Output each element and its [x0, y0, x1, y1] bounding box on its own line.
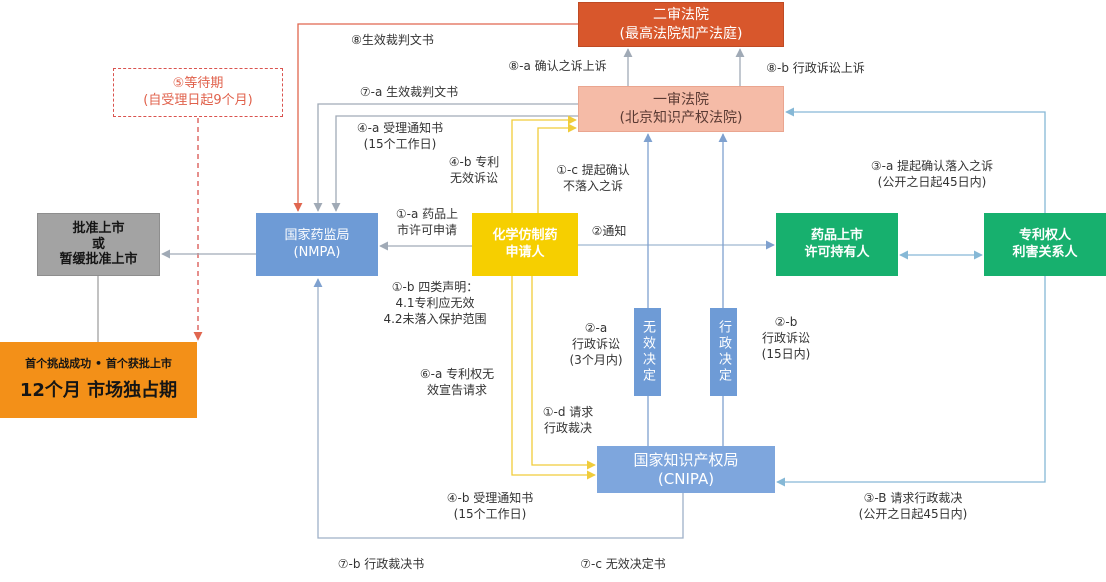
label-line: 行政裁决	[543, 421, 592, 435]
arrow-applicant-to-first-court-2	[537, 123, 577, 213]
nmpa-title: 国家药监局	[284, 227, 350, 243]
arrow-cnipa-to-nmpa	[313, 278, 684, 539]
label-non-infringement-suit: ①-c 提起确认 不落入之诉	[546, 162, 640, 194]
approval-line3: 暂缓批准上市	[59, 252, 138, 268]
first-court-title: 一审法院	[653, 91, 709, 108]
label-admin-ruling-request-patentee: ③-B 请求行政裁决 (公开之日起45日内)	[846, 490, 980, 522]
nmpa-node: 国家药监局 (NMPA)	[256, 213, 378, 276]
second-instance-court-node: 二审法院 (最高法院知产法庭)	[578, 2, 784, 47]
label-line: (公开之日起45日内)	[877, 175, 987, 189]
label-appeal-confirmation: ⑧-a 确认之诉上诉	[508, 59, 607, 73]
label-infringement-suit: ③-a 提起确认落入之诉 (公开之日起45日内)	[852, 158, 1012, 190]
nmpa-subtitle: (NMPA)	[293, 244, 341, 260]
first-court-subtitle: (北京知识产权法院)	[619, 110, 743, 126]
label-line: (15个工作日)	[363, 137, 437, 151]
invalid-decision-node: 无效决定	[634, 308, 661, 396]
second-court-subtitle: (最高法院知产法庭)	[619, 25, 743, 42]
invalid-decision-text: 无效决定	[640, 320, 655, 384]
label-line: ①-d 请求	[542, 405, 594, 419]
arrow-applicant-to-first-court-1	[511, 115, 577, 213]
arrow-applicant-to-cnipa-2	[531, 276, 596, 470]
label-line: (公开之日起45日内)	[858, 507, 968, 521]
mah-line1: 药品上市	[810, 227, 863, 243]
generic-applicant-node: 化学仿制药 申请人	[472, 213, 578, 276]
admin-decision-text: 行政决定	[716, 320, 731, 384]
admin-decision-node: 行政决定	[710, 308, 737, 396]
applicant-line1: 化学仿制药	[492, 227, 558, 243]
label-line: 不落入之诉	[562, 179, 623, 193]
label-line: 效宣告请求	[426, 383, 487, 397]
mah-line2: 许可持有人	[804, 244, 870, 260]
label-line: 4.1专利应无效	[395, 296, 475, 310]
arrow-first-court-notice-to-nmpa	[331, 115, 578, 212]
label-line: ④-a 受理通知书	[356, 121, 444, 135]
label-invalidation-request: ⑥-a 专利权无 效宣告请求	[410, 366, 504, 398]
label-line: ①-b 四类声明：	[391, 280, 479, 294]
waiting-line2: (自受理日起9个月)	[143, 92, 253, 108]
label-appeal-admin: ⑧-b 行政诉讼上诉	[766, 61, 865, 75]
label-admin-suit-b: ②-b 行政诉讼 (15日内)	[754, 314, 818, 362]
label-line: 市许可申请	[396, 223, 457, 237]
label-line: 无效诉讼	[449, 171, 498, 185]
label-line: ③-a 提起确认落入之诉	[870, 159, 994, 173]
label-line: 行政诉讼	[761, 331, 810, 345]
patentee-node: 专利权人 利害关系人	[984, 213, 1106, 276]
label-line: ③-B 请求行政裁决	[863, 491, 963, 505]
label-line: 4.2未落入保护范围	[383, 312, 487, 326]
patentee-line2: 利害关系人	[1012, 244, 1078, 260]
label-line: (15个工作日)	[453, 507, 527, 521]
cnipa-subtitle: (CNIPA)	[657, 469, 715, 488]
cnipa-title: 国家知识产权局	[633, 450, 739, 469]
waiting-period-node: ⑤等待期 (自受理日起9个月)	[113, 68, 283, 117]
label-line: (15日内)	[761, 347, 811, 361]
label-line: ④-b 受理通知书	[446, 491, 534, 505]
label-line: ④-b 专利	[448, 155, 500, 169]
exclusivity-line2: 12个月 市场独占期	[19, 380, 178, 402]
first-instance-court-node: 一审法院 (北京知识产权法院)	[578, 86, 784, 132]
approval-line2: 或	[91, 236, 105, 252]
arrow-first-court-judgment-to-nmpa	[313, 103, 578, 212]
arrow-patentee-to-first-court	[785, 107, 1046, 213]
label-notice: ②通知	[591, 224, 627, 238]
label-declaration: ①-b 四类声明： 4.1专利应无效 4.2未落入保护范围	[374, 279, 496, 327]
label-line: ②-a	[584, 321, 608, 335]
second-court-title: 二审法院	[653, 7, 709, 24]
mah-node: 药品上市 许可持有人	[776, 213, 898, 276]
applicant-line2: 申请人	[505, 244, 545, 260]
exclusivity-line1: 首个挑战成功 • 首个获批上市	[25, 357, 172, 371]
label-invalid-decision-doc: ⑦-c 无效决定书	[580, 557, 666, 571]
label-line: ⑥-a 专利权无	[419, 367, 495, 381]
label-patent-invalid-suit: ④-b 专利 无效诉讼	[442, 154, 506, 186]
waiting-line1: ⑤等待期	[172, 75, 224, 91]
market-exclusivity-node: 首个挑战成功 • 首个获批上市 12个月 市场独占期	[0, 342, 197, 418]
approval-node: 批准上市 或 暂缓批准上市	[37, 213, 160, 276]
cnipa-node: 国家知识产权局 (CNIPA)	[597, 446, 775, 493]
label-line: ②-b	[774, 315, 798, 329]
label-effective-judgment-a: ⑦-a 生效裁判文书	[359, 85, 459, 99]
arrow-applicant-to-cnipa-1	[511, 276, 596, 480]
label-acceptance-notice-a: ④-a 受理通知书 (15个工作日)	[348, 120, 452, 152]
label-admin-suit-a: ②-a 行政诉讼 (3个月内)	[562, 320, 630, 368]
label-effective-judgment: ⑧生效裁判文书	[351, 33, 434, 47]
label-line: 行政诉讼	[571, 337, 620, 351]
label-marketing-application: ①-a 药品上 市许可申请	[388, 206, 466, 238]
approval-line1: 批准上市	[72, 221, 125, 237]
patentee-line1: 专利权人	[1018, 227, 1071, 243]
label-line: ①-c 提起确认	[556, 163, 630, 177]
arrow-patentee-to-cnipa	[776, 276, 1046, 487]
label-admin-ruling-doc: ⑦-b 行政裁决书	[337, 557, 425, 571]
arrow-second-court-to-nmpa	[293, 23, 578, 212]
label-line: ①-a 药品上	[395, 207, 459, 221]
label-admin-ruling-request-applicant: ①-d 请求 行政裁决	[536, 404, 600, 436]
label-acceptance-notice-b: ④-b 受理通知书 (15个工作日)	[436, 490, 544, 522]
label-line: (3个月内)	[569, 353, 623, 367]
